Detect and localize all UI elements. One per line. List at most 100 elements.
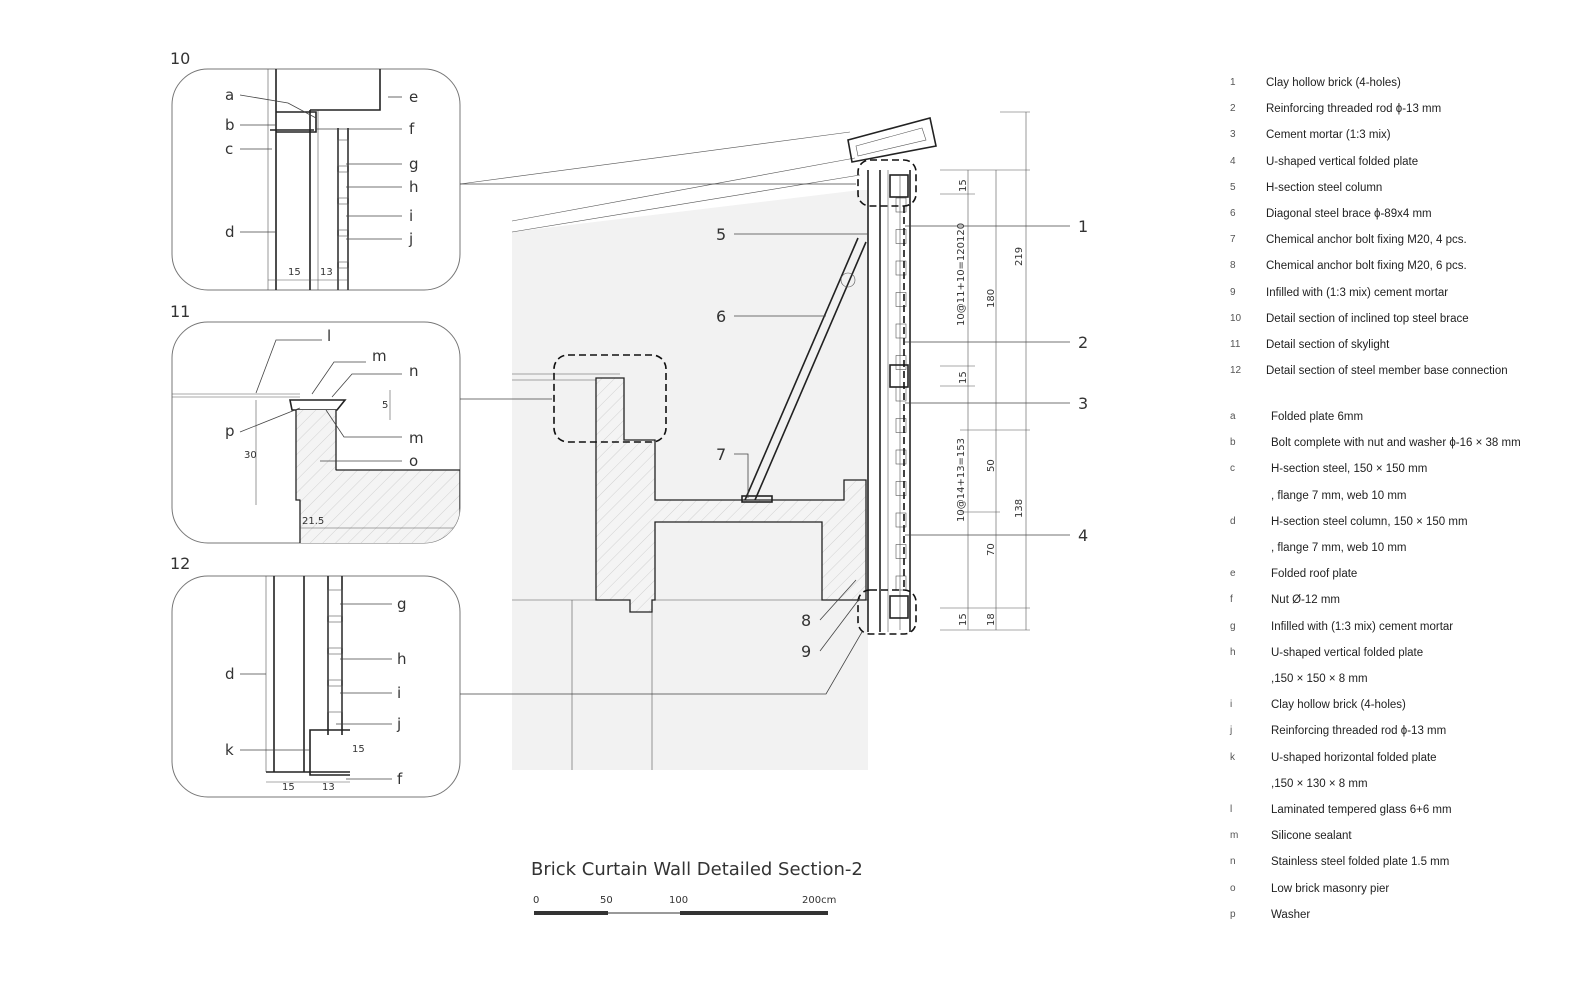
dim-main-brick-upper: 10@11+10=120120 xyxy=(956,223,967,326)
legend-entry: p Washer xyxy=(1230,902,1570,928)
label-a: a xyxy=(225,86,234,104)
legend-text: Cement mortar (1:3 mix) xyxy=(1266,129,1391,142)
legend-entry: 3 Cement mortar (1:3 mix) xyxy=(1230,122,1570,148)
legend-key xyxy=(1230,483,1271,509)
dim-main-15-b: 15 xyxy=(958,371,969,384)
label-m-bottom: m xyxy=(409,429,424,447)
label-f-12: f xyxy=(397,770,403,788)
dim-main-138: 138 xyxy=(1014,499,1025,518)
legend-text: Low brick masonry pier xyxy=(1271,882,1390,895)
legend-entry: g Infilled with (1:3 mix) cement mortar xyxy=(1230,614,1570,640)
legend-text: Clay hollow brick (4-holes) xyxy=(1266,77,1401,89)
legend-text: Washer xyxy=(1271,908,1311,921)
dim-15: 15 xyxy=(288,267,301,278)
legend-text: Reinforcing threaded rod ϕ-13 mm xyxy=(1266,103,1442,116)
label-j: j xyxy=(408,230,413,248)
legend-text: H-section steel column, 150 × 150 mm xyxy=(1271,515,1468,528)
legend-text: Silicone sealant xyxy=(1271,830,1352,843)
label-h-12: h xyxy=(397,650,407,668)
detail-11: 11 l m n p m o 5 30 21.5 xyxy=(170,302,461,544)
legend-key: m xyxy=(1230,830,1239,842)
dim-5: 5 xyxy=(382,400,388,411)
callout-5: 5 xyxy=(716,225,726,244)
dim-main-brick-lower: 10@14+13=153 xyxy=(956,438,967,522)
callout-2: 2 xyxy=(1078,333,1088,352)
label-d: d xyxy=(225,223,235,241)
label-e: e xyxy=(409,88,418,106)
legend-text: H-section steel column xyxy=(1266,181,1383,194)
legend-key: 1 xyxy=(1230,77,1236,88)
legend-key: l xyxy=(1230,804,1233,816)
legend-key: o xyxy=(1230,882,1236,894)
legend-key: 3 xyxy=(1230,129,1236,141)
dim-15-v: 15 xyxy=(352,744,365,755)
detail-10: 10 a b xyxy=(170,49,461,291)
drawing-caption: Brick Curtain Wall Detailed Section-2 xyxy=(531,859,863,880)
legend-text: H-section steel, 150 × 150 mm xyxy=(1271,463,1428,476)
dim-21-5: 21.5 xyxy=(302,516,324,527)
detail-11-number: 11 xyxy=(170,302,190,321)
legend-entry: , flange 7 mm, web 10 mm xyxy=(1230,535,1570,561)
legend-text: Infilled with (1:3 mix) cement mortar xyxy=(1271,620,1454,633)
legend-key: 11 xyxy=(1230,339,1241,351)
legend-text: Folded roof plate xyxy=(1271,568,1358,581)
label-m-top: m xyxy=(372,347,387,365)
label-g: g xyxy=(409,155,419,173)
callout-1: 1 xyxy=(1078,217,1088,236)
legend-key: 7 xyxy=(1230,234,1236,246)
legend-text: Laminated tempered glass 6+6 mm xyxy=(1271,804,1452,817)
callout-6: 6 xyxy=(716,307,726,326)
legend-entry: d H-section steel column, 150 × 150 mm xyxy=(1230,509,1570,535)
legend-text: U-shaped vertical folded plate xyxy=(1266,155,1419,168)
legend-entry: , flange 7 mm, web 10 mm xyxy=(1230,483,1570,509)
callout-4: 4 xyxy=(1078,526,1088,545)
legend-key: i xyxy=(1230,699,1233,711)
detail-10-number: 10 xyxy=(170,49,190,68)
legend-text: Detail section of inclined top steel bra… xyxy=(1266,312,1469,325)
scale-tick-100: 100 xyxy=(669,895,688,906)
legend-key: f xyxy=(1230,594,1233,606)
legend-key: j xyxy=(1230,725,1233,737)
legend-key: k xyxy=(1230,751,1235,763)
dim-main-219: 219 xyxy=(1014,247,1025,266)
legend-key: n xyxy=(1230,856,1236,868)
dim-main-180: 180 xyxy=(986,289,997,308)
legend-text: Clay hollow brick (4-holes) xyxy=(1271,699,1406,712)
label-g-12: g xyxy=(397,595,407,613)
legend-entry: 5 H-section steel column xyxy=(1230,175,1570,201)
scale-tick-200: 200cm xyxy=(802,895,836,906)
legend-text: Infilled with (1:3 mix) cement mortar xyxy=(1266,286,1449,299)
legend-key: p xyxy=(1230,908,1236,920)
label-c: c xyxy=(225,140,233,158)
label-o: o xyxy=(409,452,418,470)
legend-text: U-shaped horizontal folded plate xyxy=(1271,751,1437,764)
main-section: 5 6 7 8 9 1 2 3 4 15 10@11+10=120120 180… xyxy=(459,111,1088,770)
label-k-12: k xyxy=(225,741,234,759)
legend-key: 5 xyxy=(1230,181,1236,193)
detail-12: 12 g h i j d k f 15 15 xyxy=(170,554,461,798)
legend-text: Reinforcing threaded rod ϕ-13 mm xyxy=(1271,725,1447,738)
legend-key: 9 xyxy=(1230,286,1236,298)
title-block: Brick Curtain Wall Detailed Section-2 0 … xyxy=(531,859,863,915)
legend-key: d xyxy=(1230,515,1236,527)
legend-text: ,150 × 130 × 8 mm xyxy=(1271,777,1368,790)
dim-main-18: 18 xyxy=(986,613,997,626)
label-i: i xyxy=(409,207,413,225)
legend-text: Bolt complete with nut and washer ϕ-16 ×… xyxy=(1271,437,1521,450)
legend-key: 8 xyxy=(1230,260,1236,272)
label-l: l xyxy=(327,327,331,345)
legend-key: g xyxy=(1230,620,1236,632)
